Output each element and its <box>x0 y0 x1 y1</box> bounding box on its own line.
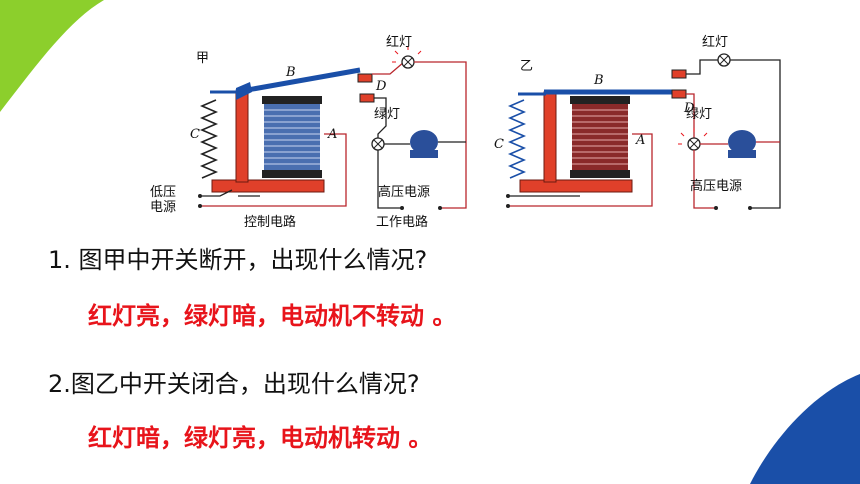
red-lamp-label-jia: 红灯 <box>386 34 412 50</box>
answer-1: 红灯亮，绿灯暗，电动机不转动 。 <box>88 302 457 330</box>
question-1: 1. 图甲中开关断开，出现什么情况? <box>48 246 428 274</box>
work-circuit-label: 工作电路 <box>376 214 428 230</box>
label-c-yi: C <box>494 137 504 152</box>
label-d-yi: D <box>683 101 695 116</box>
label-d-jia: D <box>375 79 387 94</box>
control-circuit-label: 控制电路 <box>244 214 296 230</box>
red-lamp-label-yi: 红灯 <box>702 34 728 50</box>
label-a-jia: A <box>327 127 337 142</box>
coil-jia <box>264 104 320 170</box>
relay-circuit-diagrams: 甲 <box>150 34 781 230</box>
low-voltage-label-line1: 低压 <box>150 185 176 200</box>
question-2: 2.图乙中开关闭合，出现什么情况? <box>48 370 420 398</box>
coil-yi <box>572 104 628 170</box>
diagram-title-jia: 甲 <box>196 51 209 66</box>
high-voltage-label-yi: 高压电源 <box>690 178 742 194</box>
diagram-jia: 甲 <box>150 34 467 230</box>
green-lamp-label-yi: 绿灯 <box>686 107 712 122</box>
low-voltage-label-line2: 电源 <box>150 200 176 215</box>
label-a-yi: A <box>635 133 645 148</box>
diagram-yi: 乙 <box>494 34 781 210</box>
corner-decoration-top-left <box>0 0 104 112</box>
green-lamp-label-jia: 绿灯 <box>374 107 400 122</box>
corner-decoration-bottom-right <box>750 374 860 484</box>
answer-2: 红灯暗，绿灯亮，电动机转动 。 <box>88 424 433 452</box>
high-voltage-label-jia: 高压电源 <box>378 184 430 200</box>
diagram-title-yi: 乙 <box>520 59 533 74</box>
label-c-jia: C <box>190 127 200 142</box>
label-b-yi: B <box>593 73 604 88</box>
label-b-jia: B <box>285 65 296 80</box>
